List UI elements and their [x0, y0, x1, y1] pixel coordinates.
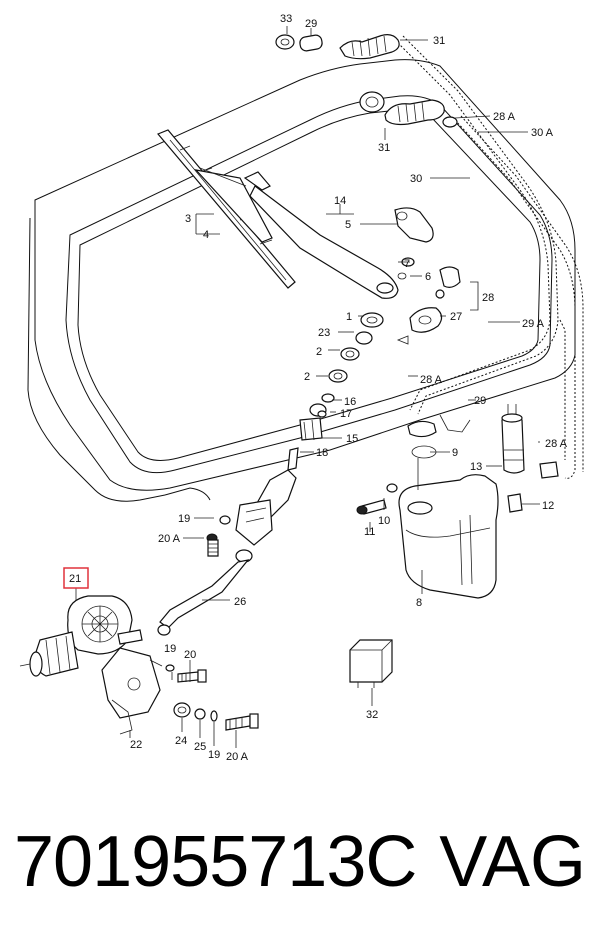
relay [349, 639, 393, 688]
mounting-bracket [101, 647, 163, 735]
label-8: 8 [416, 597, 422, 609]
label-20A-upper: 20 A [158, 533, 181, 545]
label-27: 27 [450, 311, 462, 323]
label-19-lower: 19 [208, 749, 220, 761]
label-2-lower: 2 [304, 371, 310, 383]
label-9: 9 [452, 447, 458, 459]
label-7: 7 [404, 258, 410, 270]
brand-name: VAG [439, 822, 586, 902]
connecting-rod [157, 559, 250, 636]
label-6: 6 [425, 271, 431, 283]
label-12: 12 [542, 500, 554, 512]
label-25: 25 [194, 741, 206, 753]
label-13: 13 [470, 461, 482, 473]
label-29-top: 29 [305, 18, 317, 30]
label-28A-right: 28 A [545, 438, 568, 450]
part-number: 701955713C [14, 822, 417, 902]
washer-hoses [394, 35, 584, 479]
label-29-mid: 29 [474, 395, 486, 407]
label-28A-mid: 28 A [420, 374, 443, 386]
label-19-upper: 19 [178, 513, 190, 525]
upper-bolts [206, 515, 231, 557]
label-10: 10 [378, 515, 390, 527]
label-15: 15 [346, 433, 358, 445]
label-28: 28 [482, 292, 494, 304]
label-3: 3 [185, 213, 191, 225]
footer: 701955713C VAG [0, 815, 600, 925]
part-labels: 33 29 31 28 A 30 A 31 30 3 4 14 5 7 6 28… [69, 13, 568, 763]
label-20A-lower: 20 A [226, 751, 249, 763]
label-31-mid: 31 [378, 142, 390, 154]
label-1: 1 [346, 311, 352, 323]
label-30: 30 [410, 173, 422, 185]
label-24: 24 [175, 735, 187, 747]
label-16: 16 [344, 396, 356, 408]
label-28A-top: 28 A [493, 111, 516, 123]
washer-reservoir [356, 420, 499, 599]
leader-lines [75, 26, 540, 748]
label-21: 21 [69, 573, 81, 585]
label-14: 14 [334, 195, 346, 207]
label-11: 11 [364, 526, 375, 538]
label-18: 18 [316, 447, 328, 459]
wiper-exploded-diagram: 33 29 31 28 A 30 A 31 30 3 4 14 5 7 6 28… [19, 13, 584, 763]
label-32: 32 [366, 709, 378, 721]
label-5: 5 [345, 219, 351, 231]
label-33: 33 [280, 13, 292, 25]
wiper-blade [157, 129, 296, 289]
label-23: 23 [318, 327, 330, 339]
label-22: 22 [130, 739, 142, 751]
wiper-motor [19, 595, 143, 677]
lower-bolts [165, 664, 259, 731]
washer-pump [501, 404, 559, 513]
label-2-upper: 2 [316, 346, 322, 358]
label-20: 20 [184, 649, 196, 661]
label-29A: 29 A [522, 318, 545, 330]
cover-parts [396, 266, 461, 345]
wiper-arm [243, 171, 434, 299]
spindle-housing [235, 469, 297, 563]
label-30A: 30 A [531, 127, 554, 139]
label-26: 26 [234, 596, 246, 608]
spindle-parts [287, 312, 384, 471]
highlight-box-21 [63, 567, 89, 589]
label-19-mid: 19 [164, 643, 176, 655]
label-17: 17 [340, 408, 352, 420]
top-grommet-parts [275, 34, 458, 128]
label-31-top: 31 [433, 35, 445, 47]
label-4: 4 [203, 229, 209, 241]
